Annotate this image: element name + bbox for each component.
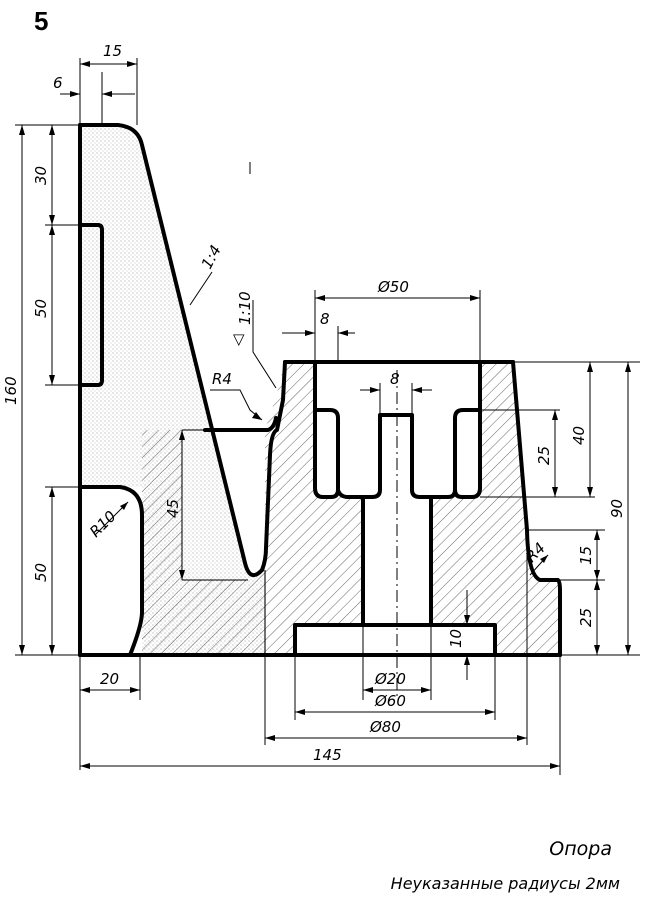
shaft-hole [363, 497, 431, 625]
bottom-recess [295, 625, 495, 655]
dim-45: 45 [164, 499, 182, 518]
dim-25-upper: 25 [535, 446, 553, 465]
dim-50-upper: 50 [32, 299, 50, 318]
upper-cavity-outline [313, 360, 340, 499]
right-taper [511, 360, 562, 657]
dim-30: 30 [32, 166, 50, 185]
figure-number: 5 [34, 6, 49, 36]
taper-1-10: 1:10 [236, 291, 254, 325]
dim-10: 10 [447, 629, 465, 648]
sloped-face [78, 123, 264, 578]
dim-145: 145 [313, 746, 342, 764]
dim-15-right: 15 [577, 546, 595, 565]
left-groove [78, 223, 104, 387]
dim-phi20: Ø20 [374, 670, 406, 688]
shaft-walls [361, 495, 433, 627]
dim-25-lower: 25 [577, 608, 595, 627]
slope-1-4: 1:4 [198, 242, 225, 272]
axes [249, 162, 398, 700]
dim-phi60: Ø60 [374, 692, 406, 710]
upper-cavity-outline-r [453, 360, 482, 499]
dim-phi50: Ø50 [377, 278, 409, 296]
dim-8-top: 8 [320, 310, 330, 328]
dim-40: 40 [570, 426, 588, 445]
left-body-hatch [142, 430, 265, 655]
dim-90: 90 [608, 499, 626, 518]
dim-50-lower: 50 [32, 563, 50, 582]
dim-160: 160 [2, 376, 20, 405]
inner-boss-left [336, 413, 457, 499]
r10-recess [78, 485, 144, 657]
dim-6: 6 [53, 74, 63, 92]
arrowheads [19, 61, 631, 769]
recess-floor [203, 416, 278, 432]
outlines [78, 123, 562, 657]
taper-symbol: ▽ [233, 330, 245, 348]
dim-r4-left: R4 [212, 370, 232, 388]
bottom-recess-outline [293, 623, 497, 657]
slot-inner-left [260, 360, 287, 572]
dim-8-mid: 8 [390, 370, 400, 388]
dim-phi80: Ø80 [369, 718, 401, 736]
dim-20: 20 [100, 670, 119, 688]
dim-15-top: 15 [103, 42, 122, 60]
drawing-note: Неуказанные радиусы 2мм [390, 874, 620, 893]
upper-cavity [315, 362, 480, 497]
left-recess [80, 487, 142, 655]
drawing-title: Опора [549, 838, 612, 860]
